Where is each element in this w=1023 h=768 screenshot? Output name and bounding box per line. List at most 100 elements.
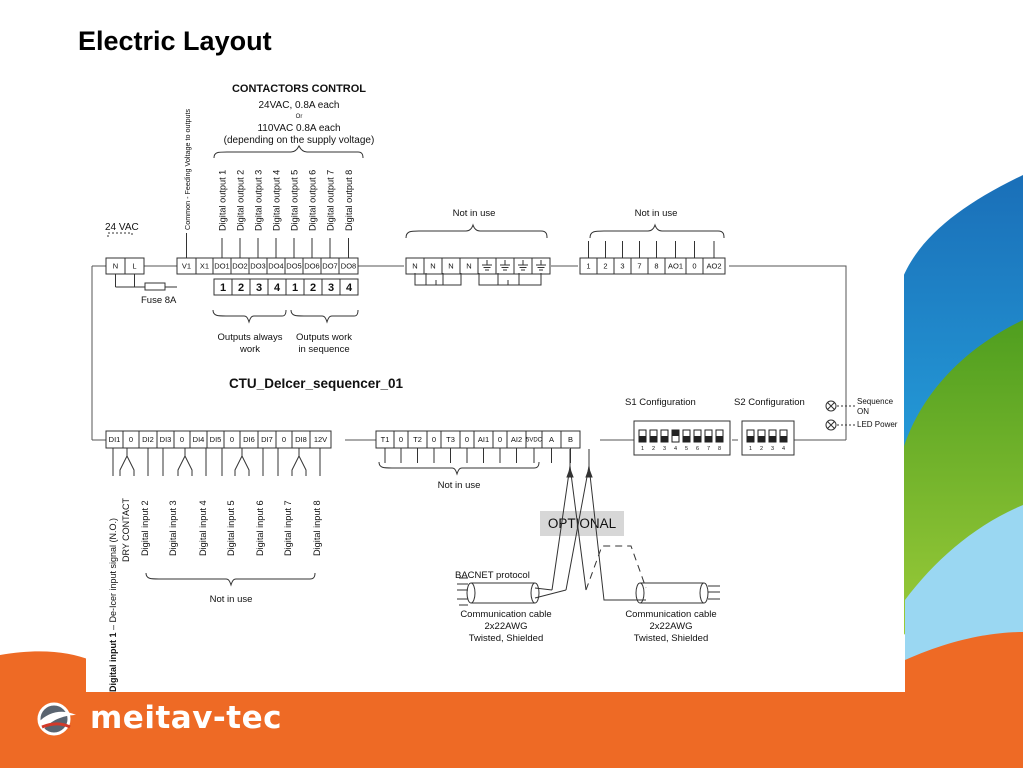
neutral-terminal-label: N [448,262,453,271]
di-terminal-label: DI7 [261,435,273,444]
neutral-terminal-label: N [430,262,435,271]
top-terminal-1: N [105,257,126,275]
neutral-terminal-1: N [405,257,425,275]
lightblue-swoosh [905,505,1023,670]
digital-output-label-5: Digital output 5 [290,170,300,231]
neutral-terminal-label: N [466,262,471,271]
ao-terminal-label: 0 [692,262,696,271]
output-number-7: 3 [321,278,341,296]
output-number-label: 3 [256,282,262,294]
top-terminal-3: V1 [176,257,197,275]
output-number-3: 3 [249,278,269,296]
ai-terminal-7: AI1 [473,430,494,449]
digital-output-label-7: Digital output 7 [326,170,336,231]
output-number-label: 4 [274,282,281,294]
indicator-lamps [825,400,855,431]
di-terminal-label: 0 [129,435,133,444]
slide-title: Electric Layout [78,26,272,56]
s1-switch-number: 7 [707,446,710,452]
di-terminal-2: 0 [122,430,140,449]
output-number-8: 4 [339,278,359,296]
ai-terminal-label: AI1 [478,435,489,444]
digital-input-label-4: Digital input 4 [198,500,208,556]
controller-name: CTU_DeIcer_sequencer_01 [229,376,404,391]
earth-terminal-icon [531,257,551,275]
s2-config-label: S2 Configuration [734,397,805,408]
outputs-sequence-line2: in sequence [298,344,349,355]
ao-terminal-2: 2 [596,257,615,275]
di-terminal-3: DI2 [138,430,158,449]
top-terminal-label: DO2 [232,262,247,271]
ao-terminal-4: 7 [630,257,649,275]
output-number-label: 2 [310,282,316,294]
di-terminal-11: 0 [275,430,293,449]
s2-switch-number: 2 [760,446,763,452]
contactors-line1: 24VAC, 0.8A each [259,100,340,111]
ai-terminal-8: 0 [492,430,508,449]
ao-terminal-8: AO2 [702,257,726,275]
ai-terminal-1: T1 [375,430,395,449]
ai-terminal-10: 5VDC [525,430,543,449]
ai-terminal-12: B [560,430,581,449]
digital-output-label-3: Digital output 3 [254,170,264,231]
globe-logo-icon [37,702,76,736]
s1-switch-number: 6 [696,446,699,452]
wiring-diagram: CONTACTORS CONTROL 24VAC, 0.8A each Or 1… [91,83,898,692]
s1-switch-number: 2 [652,446,655,452]
ao-terminal-label: AO2 [706,262,721,271]
digital-input-label-8: Digital input 8 [312,500,322,556]
cable-left-line2: 2x22AWG [485,621,528,632]
ai-terminal-label: 0 [465,435,469,444]
digital-output-label-1: Digital output 1 [218,170,228,231]
contactors-line3: 110VAC 0.8A each [257,123,340,134]
orange-band [0,632,1023,768]
not-in-use-label-1: Not in use [453,208,496,219]
top-terminal-label: DO1 [214,262,229,271]
s2-switch-4: 4 [779,429,788,452]
neutral-terminal-4: N [459,257,479,275]
contactors-heading: CONTACTORS CONTROL [232,83,366,95]
s1-switch-number: 4 [674,446,677,452]
top-terminal-label: DO3 [250,262,265,271]
di-terminal-7: DI5 [206,430,225,449]
ao-terminal-1: 1 [579,257,598,275]
ai-terminal-label: 0 [498,435,502,444]
common-label: Common - Feeding Voltage to outputs [183,109,192,230]
contactors-line2: Or [296,114,303,120]
cable-right [635,582,720,604]
s1-switch-8: 8 [715,429,724,452]
s2-switch-3: 3 [768,429,777,452]
top-terminal-label: X1 [200,262,209,271]
top-terminal-11: DO7 [320,257,340,275]
digital-output-label-6: Digital output 6 [308,170,318,231]
di-terminal-label: 0 [230,435,234,444]
s1-switch-5: 5 [682,429,691,452]
ao-terminal-label: 1 [586,262,590,271]
s2-switch-2: 2 [757,429,766,452]
not-in-use-label-3: Not in use [210,594,253,605]
top-terminal-leads [115,233,349,288]
di-terminal-10: DI7 [257,430,277,449]
di-terminal-9: DI6 [239,430,259,449]
output-number-label: 3 [328,282,334,294]
top-terminal-6: DO2 [230,257,250,275]
enclosure-outline [91,265,847,441]
ai-terminal-label: T1 [381,435,390,444]
outputs-sequence-line1: Outputs work [296,332,352,343]
top-terminal-2: L [124,257,145,275]
top-terminal-label: DO5 [286,262,301,271]
s1-switch-7: 7 [704,429,713,452]
optional-callout: OPTIONAL [540,511,624,536]
sequence-on-line1: Sequence [857,397,894,406]
s1-switch-2: 2 [649,429,658,452]
outputs-always-line1: Outputs always [218,332,283,343]
led-power-label: LED Power [857,420,898,429]
digital-input-label-6: Digital input 6 [255,500,265,556]
s2-switch-number: 4 [782,446,785,452]
not-in-use-label-4: Not in use [438,480,481,491]
s1-config-label: S1 Configuration [625,397,696,408]
top-terminal-8: DO4 [266,257,286,275]
digital-input-label-7: Digital input 7 [283,500,293,556]
